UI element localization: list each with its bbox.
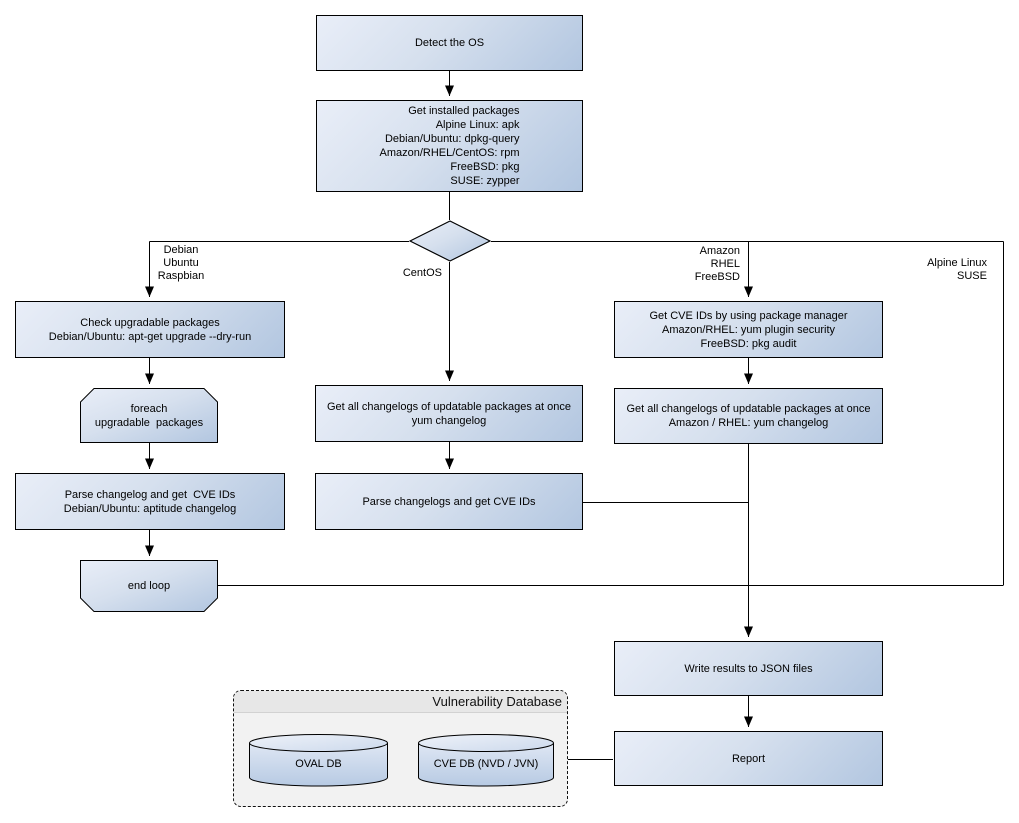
node-end-loop: end loop [80, 560, 218, 612]
edge-label-debian-branch: Debian Ubuntu Raspbian [157, 244, 205, 282]
node-get-cve-ids-pkg-manager-label: Get CVE IDs by using package manager Ama… [649, 309, 848, 350]
cylinder-oval-db: OVAL DB [249, 734, 388, 787]
node-parse-changelogs-centos-label: Parse changelogs and get CVE IDs [362, 495, 536, 508]
node-foreach-loop-label: foreach upgradable packages [94, 402, 204, 429]
node-write-results-json-label: Write results to JSON files [684, 662, 813, 675]
node-check-upgradable-packages: Check upgradable packages Debian/Ubuntu:… [15, 301, 285, 358]
node-parse-changelogs-centos: Parse changelogs and get CVE IDs [315, 473, 583, 530]
node-foreach-loop: foreach upgradable packages [80, 388, 218, 443]
node-write-results-json: Write results to JSON files [614, 641, 883, 696]
edge-label-amazon-branch: Amazon RHEL FreeBSD [694, 245, 740, 283]
node-report: Report [614, 731, 883, 786]
node-detect-os: Detect the OS [316, 15, 583, 71]
node-get-cve-ids-pkg-manager: Get CVE IDs by using package manager Ama… [614, 301, 883, 358]
vulnerability-database-title: Vulnerability Database [432, 694, 562, 709]
cylinder-oval-db-label: OVAL DB [295, 758, 342, 770]
decision-os-diamond [409, 220, 491, 262]
vulnerability-database-header: Vulnerability Database [234, 691, 567, 713]
node-report-label: Report [731, 752, 766, 765]
cylinder-cve-db-label: CVE DB (NVD / JVN) [433, 758, 539, 770]
node-get-installed-packages-label: Get installed packages Alpine Linux: apk… [379, 105, 520, 187]
node-get-changelogs-amazon: Get all changelogs of updatable packages… [614, 388, 883, 444]
node-check-upgradable-packages-label: Check upgradable packages Debian/Ubuntu:… [48, 316, 252, 343]
cylinder-cve-db: CVE DB (NVD / JVN) [418, 734, 554, 787]
node-parse-changelog-debian-label: Parse changelog and get CVE IDs Debian/U… [63, 488, 237, 515]
node-end-loop-label: end loop [127, 580, 171, 592]
node-get-changelogs-centos-label: Get all changelogs of updatable packages… [326, 400, 571, 427]
vulnerability-database-group: Vulnerability Database OVAL DB [233, 690, 568, 807]
node-get-changelogs-centos: Get all changelogs of updatable packages… [315, 385, 583, 442]
edge-label-centos-branch: CentOS [402, 267, 442, 279]
node-detect-os-label: Detect the OS [414, 37, 485, 49]
edge-label-alpine-branch: Alpine Linux SUSE [927, 257, 987, 282]
node-get-changelogs-amazon-label: Get all changelogs of updatable packages… [626, 403, 871, 429]
node-parse-changelog-debian: Parse changelog and get CVE IDs Debian/U… [15, 473, 285, 530]
node-get-installed-packages: Get installed packages Alpine Linux: apk… [316, 100, 583, 192]
